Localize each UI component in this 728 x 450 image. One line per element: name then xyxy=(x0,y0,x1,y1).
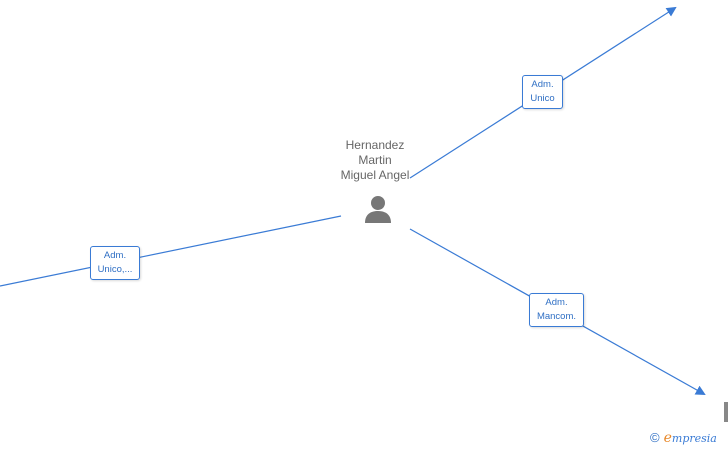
role-label-adm-unico-more[interactable]: Adm. Unico,... xyxy=(90,246,140,280)
role-label-line-1: Adm. xyxy=(531,79,554,90)
role-label-line-1: Adm. xyxy=(545,297,568,308)
brand-logo-text: mpresia xyxy=(671,432,717,445)
role-label-adm-mancom[interactable]: Adm. Mancom. xyxy=(529,293,584,327)
role-label-line-1: Adm. xyxy=(103,250,127,261)
copyright-icon: © xyxy=(650,430,660,445)
person-name-line-1: Hernandez xyxy=(345,138,405,152)
role-label-line-2: Mancom. xyxy=(536,311,577,322)
person-name[interactable]: Hernandez Martin Miguel Angel xyxy=(325,138,425,183)
offscreen-company-node xyxy=(724,402,728,422)
role-label-line-2: Unico,... xyxy=(97,264,133,275)
empresia-watermark: ©empresia xyxy=(650,430,717,446)
brand-logo-letter: e xyxy=(663,430,672,446)
edge-to-company-left xyxy=(0,215,342,287)
person-icon[interactable] xyxy=(362,193,394,225)
role-label-adm-unico[interactable]: Adm. Unico xyxy=(522,75,563,109)
role-label-line-2: Unico xyxy=(530,93,555,104)
person-name-line-2: Martin xyxy=(358,153,392,167)
person-name-line-3: Miguel Angel xyxy=(340,168,410,182)
